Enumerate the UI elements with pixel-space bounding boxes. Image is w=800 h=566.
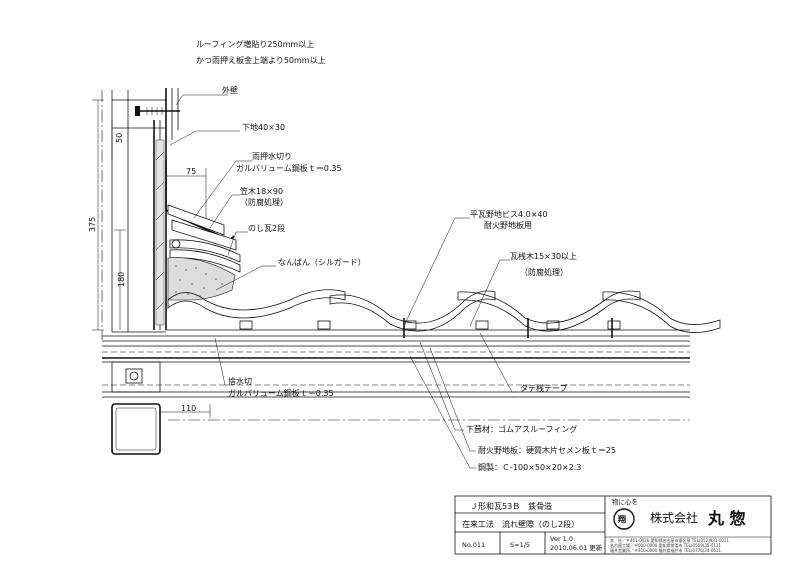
dimension-lines <box>92 99 126 331</box>
steel-channel-upper <box>111 361 161 393</box>
company-address-1: 本 社／〒461-0026 愛知県名古屋市東区泉 TEL(052)931-001… <box>610 537 729 543</box>
batten-screws <box>239 318 621 338</box>
leader-lines <box>169 94 518 469</box>
drawing-number: No.011 <box>462 541 485 549</box>
dimension-110: 110 <box>181 404 196 413</box>
logo-char: 翔 <box>617 514 626 524</box>
steel-nut-outer <box>125 368 143 384</box>
dimension-50: 50 <box>115 133 124 143</box>
wall-structure <box>101 88 179 340</box>
deck-layers <box>102 329 690 421</box>
steel-channel-inner <box>115 407 157 451</box>
drawing-scale: S=1/5 <box>510 541 530 549</box>
label-kasagi-line2: （防腐処理） <box>240 197 288 207</box>
company-address-3: 福井営業所／〒910-0000 福井県福井市 TEL(0776)34-0511 <box>610 547 721 553</box>
label-kasagi-line1: 笠木18×90 <box>240 186 283 196</box>
label-drain-line2: ガルバリューム鋼板ｔ＝0.35 <box>228 388 334 398</box>
label-screw-line1: 平瓦野地ビス4.0×40 <box>470 209 548 219</box>
steel-channel-lower <box>111 403 161 455</box>
label-underlay: 下葺材：ゴムアスルーフィング <box>466 424 577 434</box>
company-name: 丸 惣 <box>707 509 746 528</box>
label-flashing-line2: ガルバリューム鋼板ｔ＝0.35 <box>236 163 342 173</box>
dimension-75: 75 <box>186 167 196 176</box>
title-block <box>454 495 772 555</box>
label-sheathing: 耐火野地板：硬質木片セメン板ｔ＝25 <box>478 445 616 455</box>
drawing-date: 2010.06.01 更新 <box>550 543 603 552</box>
drawing-version: Ver 1.0 <box>550 535 573 543</box>
dimension-375: 375 <box>88 217 97 232</box>
roofing-overlap-note-line1: ルーフィング増貼り250mm以上 <box>196 39 314 49</box>
wall-screw <box>135 106 180 116</box>
company-prefix: 株式会社 <box>650 510 698 525</box>
label-tape: タテ桟テープ <box>520 383 568 393</box>
label-batten-line2: （防腐処理） <box>520 267 568 277</box>
label-screw-line2: 耐火野地板用 <box>484 220 532 230</box>
label-flashing-line1: 雨押水切り <box>252 151 292 161</box>
label-noshi: のし瓦2段 <box>248 223 285 233</box>
steel-nut-center <box>129 371 139 381</box>
company-logo <box>613 508 635 530</box>
roof-tiles <box>167 289 721 333</box>
flashing-assembly <box>165 160 237 251</box>
logo-caption: 物に心を <box>612 497 638 506</box>
label-nanban: なんばん（シルガード） <box>278 257 366 267</box>
label-batten-line1: 瓦桟木15×30以上 <box>510 251 577 261</box>
nanban-mortar <box>167 257 236 301</box>
company-address-2: 名古屋工場／〒000-0000 愛知県常滑市 TEL(0569)35-0111 <box>610 542 721 548</box>
label-drain-line1: 捨水切 <box>228 376 252 386</box>
label-outer-wall: 外壁 <box>222 85 238 95</box>
title-line2: 在来工法 流れ壁際（のし2段） <box>462 519 579 529</box>
label-steel: 鋼製：Ｃ-100×50×20×2.3 <box>478 462 581 472</box>
label-base-member: 下地40×30 <box>242 122 285 132</box>
title-line1: Ｊ形和瓦53Ｂ 鉄骨造 <box>470 501 552 511</box>
dimension-180: 180 <box>117 272 126 287</box>
roofing-overlap-note-line2: かつ雨押え板金上端より50mm以上 <box>196 55 326 65</box>
